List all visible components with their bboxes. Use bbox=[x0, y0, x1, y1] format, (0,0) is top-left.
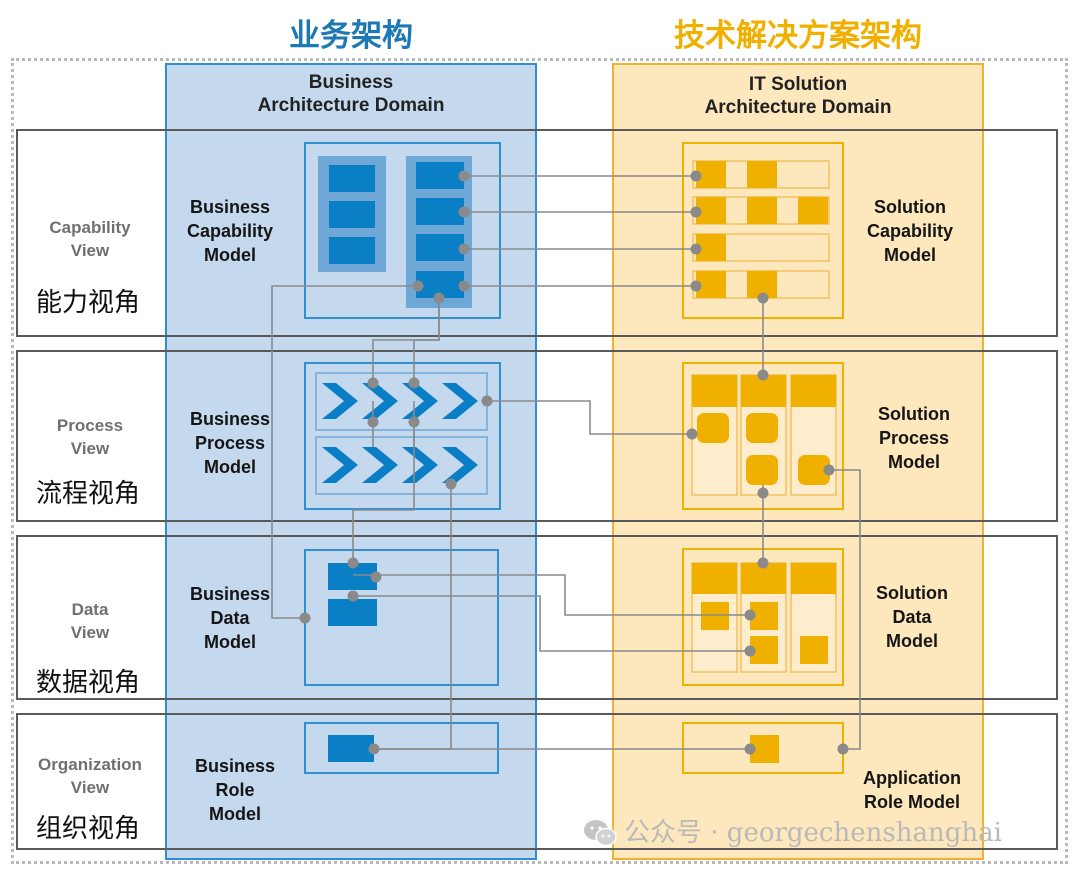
it-domain-title: IT Solution Architecture Domain bbox=[612, 73, 984, 119]
process-task bbox=[746, 413, 778, 443]
data-column-header bbox=[791, 563, 836, 594]
business-role-model-label: Business Role Model bbox=[161, 754, 309, 826]
view-label-line: View bbox=[70, 241, 110, 260]
model-label-line: Model bbox=[884, 245, 936, 265]
data-view-label: Data View bbox=[16, 598, 164, 644]
solution-data-model-label: Solution Data Model bbox=[838, 581, 986, 653]
process-step-chevron bbox=[402, 383, 438, 419]
model-label-line: Application bbox=[863, 768, 961, 788]
process-step-chevron bbox=[402, 447, 438, 483]
watermark-text: 公众号 · georgechenshanghai bbox=[624, 818, 1002, 848]
business-capability-frame bbox=[304, 142, 501, 319]
model-label-line: Model bbox=[886, 631, 938, 651]
business-domain-title-line: Architecture Domain bbox=[257, 95, 445, 116]
model-label-line: Business bbox=[194, 756, 276, 776]
solution-capability-block bbox=[747, 197, 777, 224]
process-lane bbox=[315, 372, 488, 431]
model-label-line: Model bbox=[204, 245, 256, 265]
business-process-model-label: Business Process Model bbox=[156, 407, 304, 479]
model-label-line: Capability bbox=[186, 221, 274, 241]
application-role-model-label: Application Role Model bbox=[838, 766, 986, 814]
capability-block bbox=[416, 198, 464, 225]
model-label-line: Model bbox=[888, 452, 940, 472]
capability-block bbox=[416, 162, 464, 189]
solution-capability-block bbox=[747, 161, 777, 188]
business-role-frame bbox=[304, 722, 499, 774]
it-architecture-heading: 技术解决方案架构 bbox=[674, 18, 922, 54]
model-label-line: Model bbox=[209, 804, 261, 824]
organization-view-label: Organization View bbox=[16, 753, 164, 799]
business-capability-model-label: Business Capability Model bbox=[156, 195, 304, 267]
data-column-header bbox=[692, 563, 737, 594]
capability-block bbox=[329, 237, 375, 264]
process-task bbox=[798, 455, 830, 485]
model-label-line: Process bbox=[194, 433, 266, 453]
process-step-chevron bbox=[322, 383, 358, 419]
model-label-line: Model bbox=[204, 457, 256, 477]
view-label-line: Data bbox=[71, 600, 109, 619]
wechat-icon bbox=[584, 820, 617, 847]
solution-process-model-label: Solution Process Model bbox=[840, 402, 988, 474]
view-label-line: Capability bbox=[49, 218, 131, 237]
model-label-line: Role bbox=[215, 780, 255, 800]
model-label-line: Solution bbox=[878, 404, 950, 424]
data-view-zh-label: 数据视角 bbox=[36, 668, 141, 698]
model-label-line: Business bbox=[189, 584, 271, 604]
model-label-line: Solution bbox=[876, 583, 948, 603]
capability-view-row bbox=[16, 129, 1058, 337]
process-step-chevron bbox=[362, 447, 398, 483]
it-domain-title-line: Architecture Domain bbox=[704, 97, 892, 118]
model-label-line: Data bbox=[210, 608, 250, 628]
business-domain-title-line: Business bbox=[308, 72, 394, 93]
model-label-line: Data bbox=[892, 607, 932, 627]
capability-block bbox=[416, 234, 464, 261]
process-step-chevron bbox=[322, 447, 358, 483]
solution-capability-model-label: Solution Capability Model bbox=[836, 195, 984, 267]
role-block bbox=[328, 735, 374, 762]
process-view-zh-label: 流程视角 bbox=[36, 479, 141, 509]
view-label-line: View bbox=[70, 439, 110, 458]
process-column-header bbox=[692, 375, 737, 407]
business-data-model-label: Business Data Model bbox=[156, 582, 304, 654]
model-label-line: Business bbox=[189, 409, 271, 429]
solution-capability-block bbox=[798, 197, 828, 224]
capability-view-label: Capability View bbox=[16, 216, 164, 262]
process-column-header bbox=[791, 375, 836, 407]
process-view-row bbox=[16, 350, 1058, 522]
model-label-line: Capability bbox=[866, 221, 954, 241]
organization-view-row bbox=[16, 713, 1058, 850]
data-entity bbox=[701, 602, 729, 630]
model-label-line: Model bbox=[204, 632, 256, 652]
process-view-label: Process View bbox=[16, 414, 164, 460]
model-label-line: Process bbox=[878, 428, 950, 448]
data-view-row bbox=[16, 535, 1058, 700]
capability-view-zh-label: 能力视角 bbox=[36, 288, 141, 318]
process-step-chevron bbox=[442, 447, 478, 483]
it-domain-title-line: IT Solution bbox=[748, 74, 848, 95]
view-label-line: Process bbox=[56, 416, 124, 435]
view-label-line: Organization bbox=[38, 755, 142, 774]
data-entity bbox=[800, 636, 828, 664]
data-entity-block bbox=[328, 599, 377, 626]
connector-lines bbox=[271, 175, 861, 750]
view-label-line: View bbox=[70, 623, 110, 642]
process-task bbox=[746, 455, 778, 485]
view-label-line: View bbox=[70, 778, 110, 797]
business-process-frame bbox=[304, 362, 501, 510]
outer-frame bbox=[11, 58, 1068, 864]
process-task bbox=[697, 413, 729, 443]
organization-view-zh-label: 组织视角 bbox=[36, 814, 141, 844]
process-step-chevron bbox=[442, 383, 478, 419]
business-architecture-heading: 业务架构 bbox=[289, 18, 413, 54]
process-step-chevron bbox=[362, 383, 398, 419]
process-lane bbox=[315, 436, 488, 495]
model-label-line: Solution bbox=[874, 197, 946, 217]
model-label-line: Business bbox=[189, 197, 271, 217]
capability-block bbox=[329, 165, 375, 192]
business-domain-title: Business Architecture Domain bbox=[165, 71, 537, 117]
capability-block bbox=[329, 201, 375, 228]
model-label-line: Role Model bbox=[863, 792, 960, 812]
connector-dots bbox=[299, 170, 849, 755]
